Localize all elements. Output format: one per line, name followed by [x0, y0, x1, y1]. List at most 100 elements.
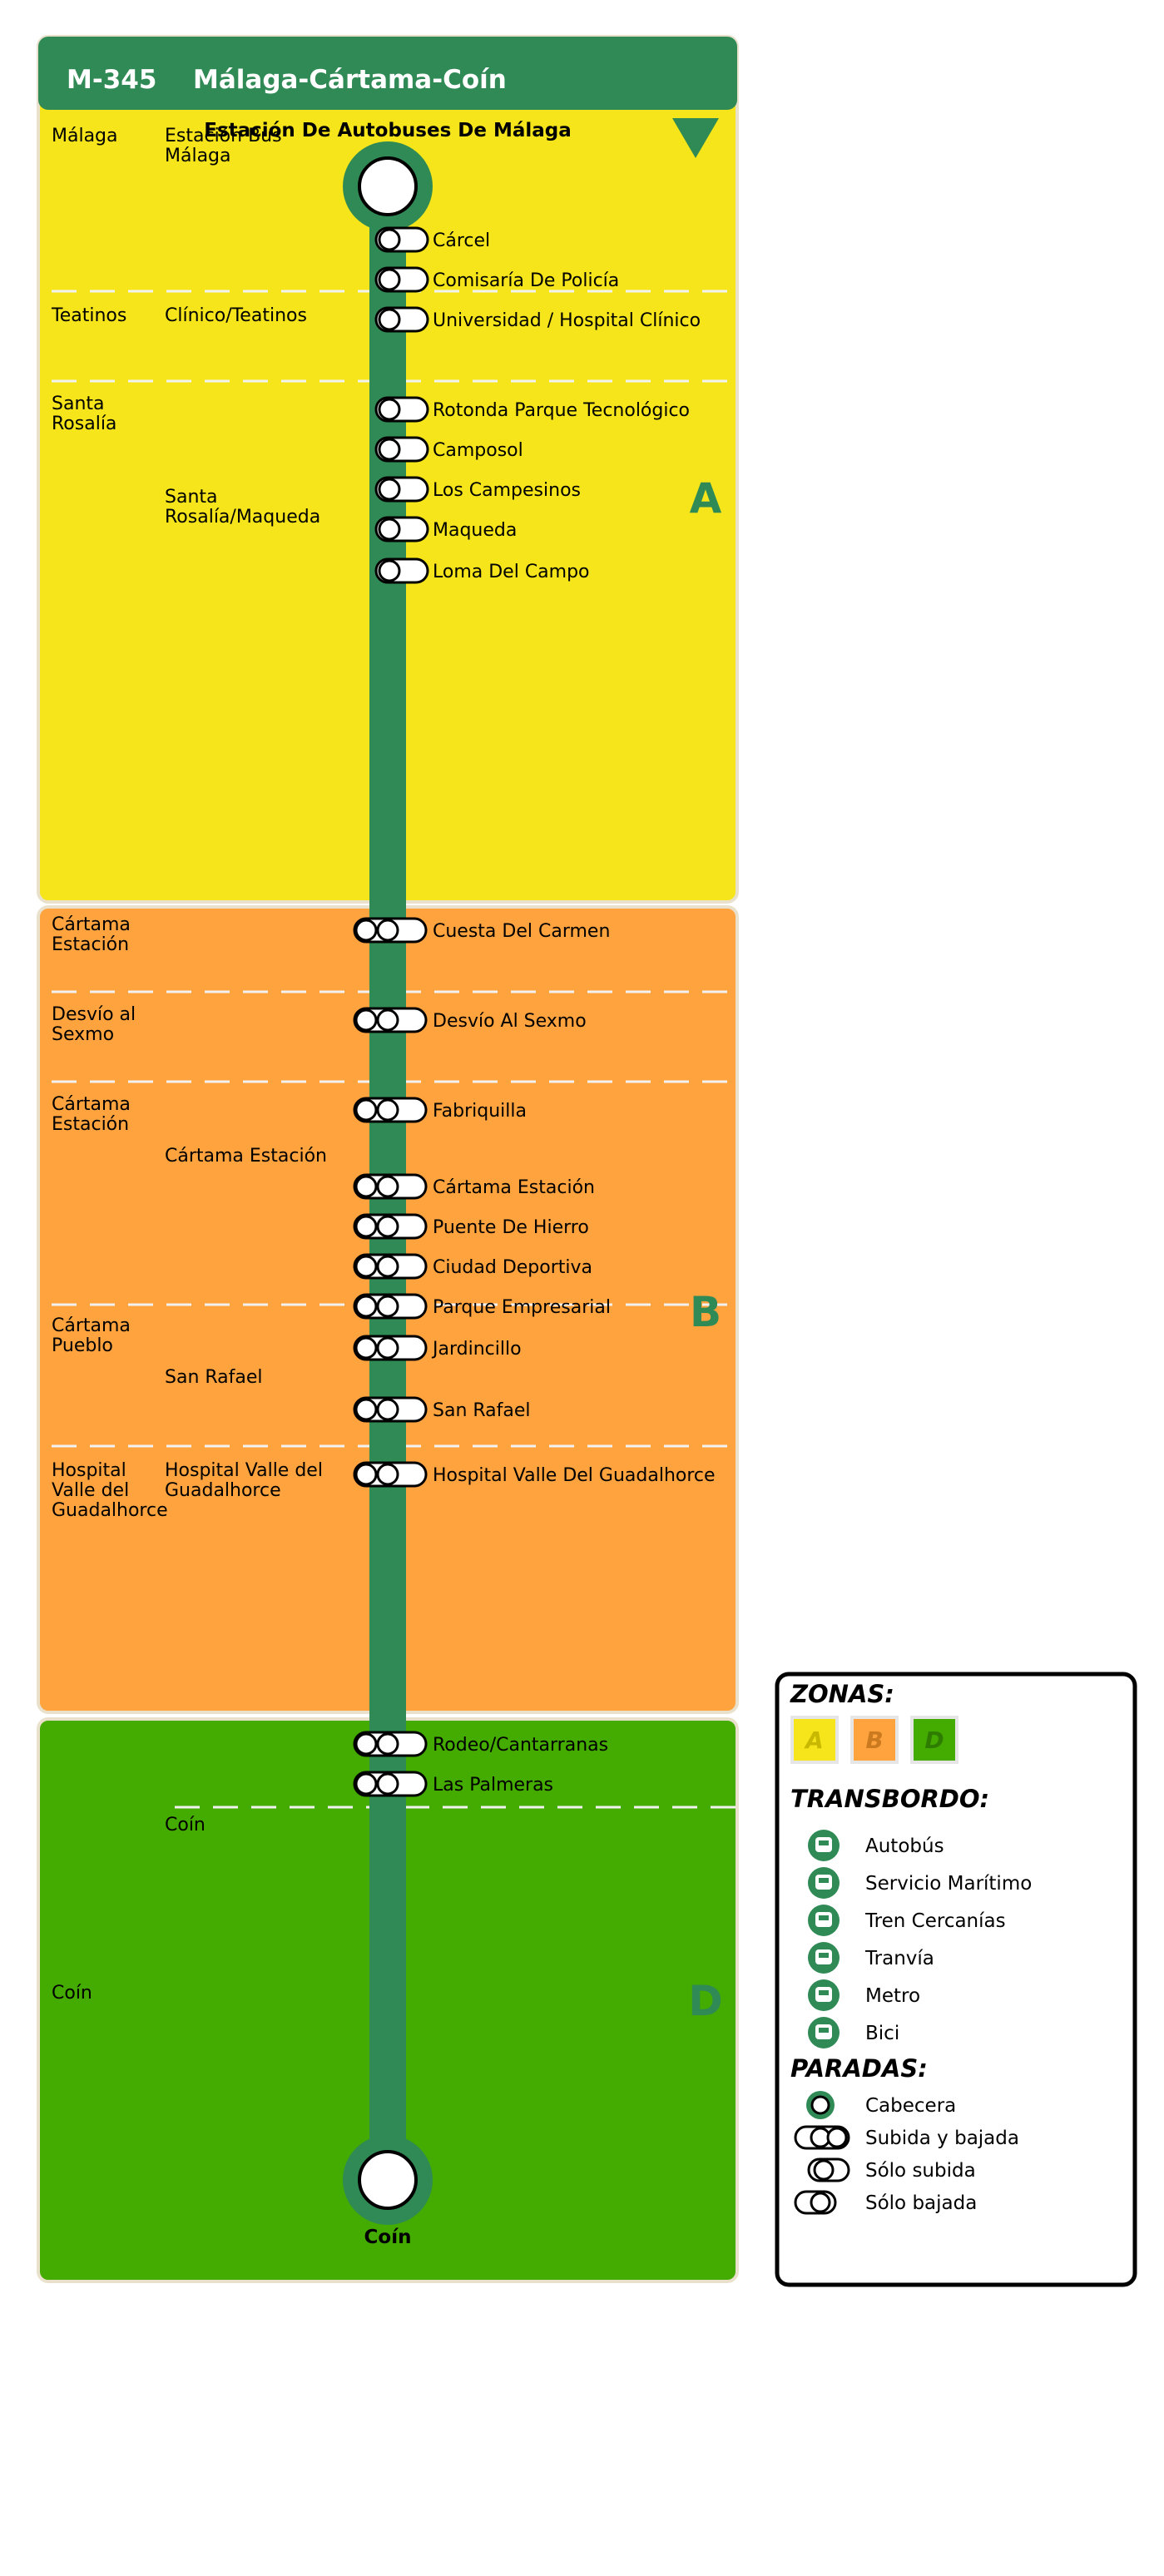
stop-label: Universidad / Hospital Clínico [433, 310, 701, 331]
locality-label: Coín [165, 1815, 206, 1835]
legend-transfer-label: Tranvía [864, 1948, 934, 1969]
stop-marker [353, 1461, 428, 1488]
stop-label: Desvío Al Sexmo [433, 1011, 587, 1032]
legend-zone-key: B [850, 1716, 899, 1764]
legend-zone-key-label: B [865, 1726, 883, 1754]
stop-marker [374, 516, 429, 542]
stop-marker [353, 917, 428, 944]
stop-label: Hospital Valle Del Guadalhorce [433, 1465, 716, 1486]
legend-box [775, 1672, 1137, 2287]
boarding-alighting-icon [794, 2125, 850, 2150]
alighting-only-icon [794, 2190, 837, 2215]
route-code: M-345 [67, 65, 156, 95]
stop-label: Jardincillo [431, 1339, 522, 1360]
legend-transfer-label: Metro [865, 1985, 920, 2007]
legend-zones-title: ZONAS: [790, 1680, 894, 1708]
stop-label: Cuesta Del Carmen [433, 921, 610, 942]
legend-stop-label: Subida y bajada [865, 2128, 1019, 2149]
locality-label: Cártama Estación [165, 1146, 327, 1167]
stop-marker [353, 1213, 428, 1240]
route-header [38, 37, 737, 110]
zone-letters: A B D [688, 474, 723, 2025]
stop-label: Loma Del Campo [433, 562, 590, 582]
stop-label: Maqueda [433, 520, 517, 541]
legend-stops-title: PARADAS: [790, 2054, 928, 2083]
legend-transfer-label: Tren Cercanías [864, 1910, 1006, 1932]
terminal-stop-end [343, 2135, 433, 2225]
terminal-start-label: Estación De Autobuses De Málaga [204, 120, 572, 141]
stop-marker [353, 1396, 428, 1423]
zone-letter: D [688, 1977, 723, 2025]
legend-transfer-label: Autobús [865, 1835, 944, 1857]
legend-zone-key-label: A [804, 1726, 824, 1754]
legend-zone-key: A [790, 1716, 839, 1764]
stop-label: Comisaría De Policía [433, 270, 619, 291]
municipality-label: Málaga [52, 126, 118, 146]
legend-stop-label: Sólo subida [865, 2160, 976, 2182]
boarding-only-icon [807, 2157, 850, 2182]
legend-stop-label: Cabecera [865, 2095, 956, 2117]
stop-marker [353, 1173, 428, 1200]
stop-label: Cártama Estación [433, 1177, 595, 1198]
metro-icon [808, 1979, 840, 2011]
stop-marker [353, 1293, 428, 1320]
stop-label: Fabriquilla [433, 1101, 527, 1122]
stop-label: Rodeo/Cantarranas [433, 1735, 608, 1756]
terminal-stop-start [343, 141, 433, 231]
stop-marker [353, 1007, 428, 1033]
legend-transfer-label: Servicio Marítimo [865, 1873, 1032, 1895]
stop-label: Cárcel [433, 230, 490, 251]
stop-marker [374, 226, 429, 253]
stop-marker [353, 1253, 428, 1280]
locality-label: Clínico/Teatinos [165, 305, 307, 326]
stop-marker [353, 1771, 428, 1797]
stop-label: Ciudad Deportiva [433, 1257, 592, 1278]
legend-transfer-title: TRANSBORDO: [790, 1785, 989, 1813]
legend-transfer-label: Bici [865, 2023, 899, 2044]
zone-letter: B [690, 1288, 721, 1336]
stop-label: Parque Empresarial [433, 1297, 611, 1318]
legend-stop-label: Sólo bajada [865, 2192, 977, 2214]
terminal-stop-icon [806, 2091, 835, 2119]
legend-zone-key-label: D [924, 1726, 944, 1754]
stop-marker [374, 266, 429, 293]
ship-icon [808, 1867, 840, 1899]
municipality-dividers [52, 290, 736, 1809]
stop-label: Puente De Hierro [433, 1217, 589, 1238]
terminal-end-label: Coín [364, 2227, 412, 2248]
stop-label: Las Palmeras [433, 1775, 553, 1796]
municipality-label: Teatinos [51, 305, 126, 326]
tram-icon [808, 1942, 840, 1974]
stop-marker [374, 306, 429, 333]
stop-marker [374, 436, 429, 463]
municipality-label: Coín [52, 1983, 92, 2004]
stop-marker [374, 396, 429, 423]
stop-label: Rotonda Parque Tecnológico [433, 400, 690, 421]
direction-arrow-icon [672, 118, 719, 158]
zone-letter: A [690, 474, 722, 523]
stop-marker [353, 1097, 428, 1123]
bus-icon [808, 1830, 840, 1861]
stop-label: San Rafael [433, 1400, 531, 1421]
legend-zone-key: D [910, 1716, 958, 1764]
route-name: Málaga-Cártama-Coín [193, 65, 507, 95]
bike-icon [808, 2017, 840, 2048]
train-icon [808, 1905, 840, 1936]
locality-label: San Rafael [165, 1367, 263, 1388]
stop-marker [374, 557, 429, 584]
